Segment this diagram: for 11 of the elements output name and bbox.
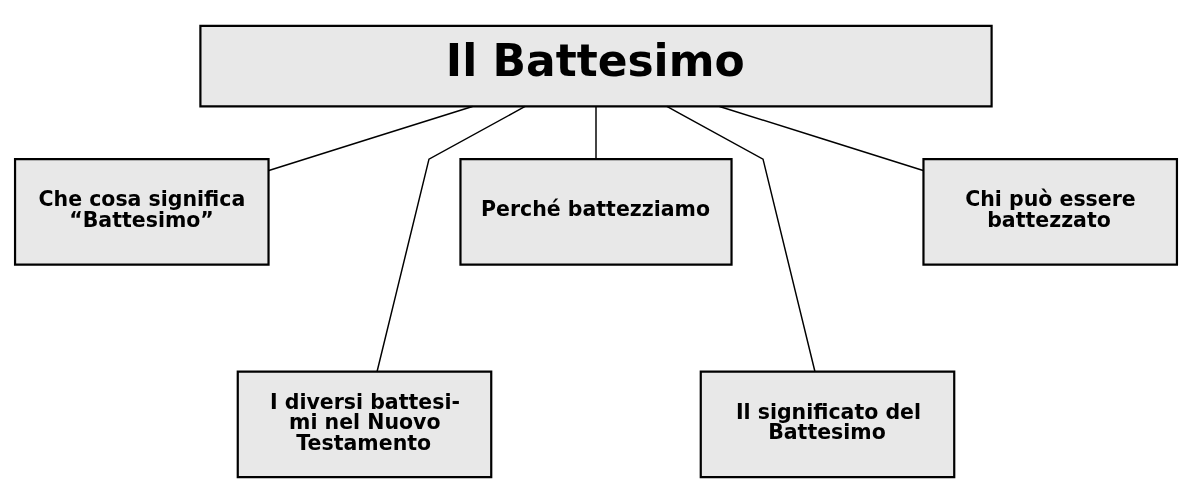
connector <box>718 105 924 171</box>
node-box: Chi può essere battezzato <box>922 157 1179 266</box>
connector <box>268 105 474 171</box>
node-box: Il significato del Battesimo <box>699 370 956 478</box>
node-box: Perché battezziamo <box>459 157 733 266</box>
node-box: Che cosa significa “Battesimo” <box>13 157 270 266</box>
connector <box>666 105 816 372</box>
node-box: Il Battesimo <box>199 24 993 108</box>
node-box: I diversi battesi- mi nel Nuovo Testamento <box>236 370 493 478</box>
connector <box>376 105 526 372</box>
connector <box>595 105 597 160</box>
